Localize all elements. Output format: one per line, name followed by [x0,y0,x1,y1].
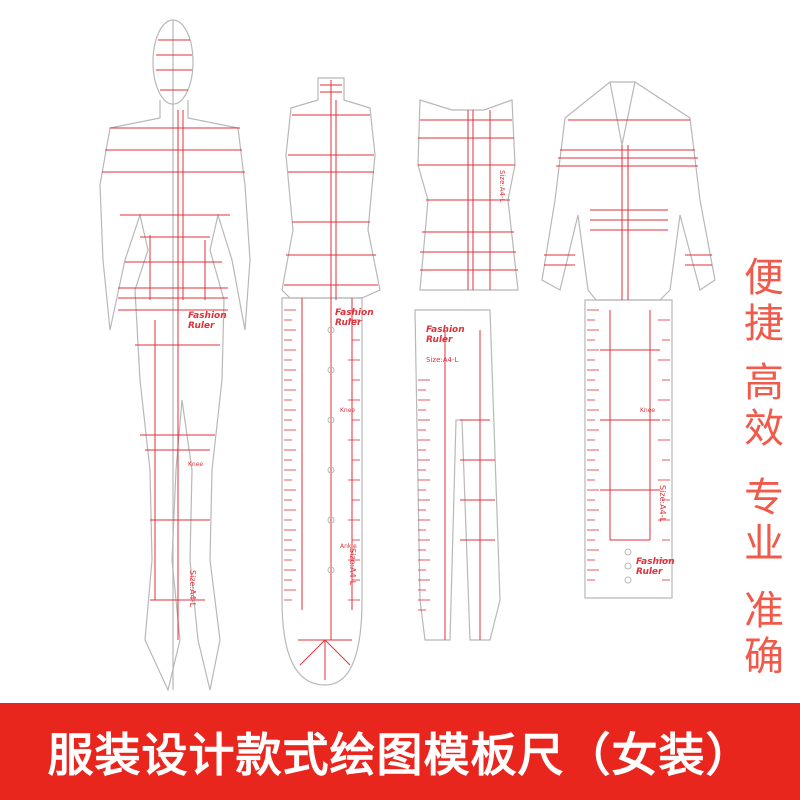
brand-label: Ruler [188,321,215,331]
knee-label: Knee [340,407,355,414]
brand-label: Fashion [636,557,675,567]
side-text-professional: 专业 [744,475,786,567]
full-figure-template [99,19,251,692]
jacket-red-guides [544,119,712,541]
brand-label: Fashion [188,311,227,321]
size-label: Size:A4-L [426,356,458,364]
ankle-label: Ankle [340,543,357,550]
knee-label: Knee [188,461,203,468]
knee-label: Knee [640,407,655,414]
brand-label: Ruler [426,335,453,345]
top-trouser-red-guides [418,110,518,640]
fashion-ruler-templates: Fashion Ruler Knee Size:A4-L Fashion Rul… [99,19,716,692]
brand-label: Fashion [426,325,465,335]
dress-ruler-ticks [284,309,360,601]
side-text-convenient: 便捷 [744,255,786,347]
full-figure-red-guides [102,39,245,640]
size-label: Size:A4-L [498,170,506,202]
jacket-ruler-holes [624,548,632,584]
trouser-ruler-ticks [418,379,430,611]
brand-label: Ruler [335,318,362,328]
banner-title: 服装设计款式绘图模板尺（女装） [47,727,753,782]
jacket-ruler-ticks [587,309,670,581]
product-banner: 服装设计款式绘图模板尺（女装） [0,703,800,800]
size-label: Size:A4-L [188,570,197,608]
size-label: Size:A4-L [348,548,357,586]
brand-label: Ruler [636,567,663,577]
dress-red-guides [284,80,378,680]
brand-label: Fashion [335,308,374,318]
dress-ruler-holes [327,326,335,574]
dress-ruler-template [281,77,381,686]
size-label: Size:A4-L [658,485,667,523]
side-text-accurate: 准确 [744,588,786,680]
side-text-efficient: 高效 [744,360,786,452]
